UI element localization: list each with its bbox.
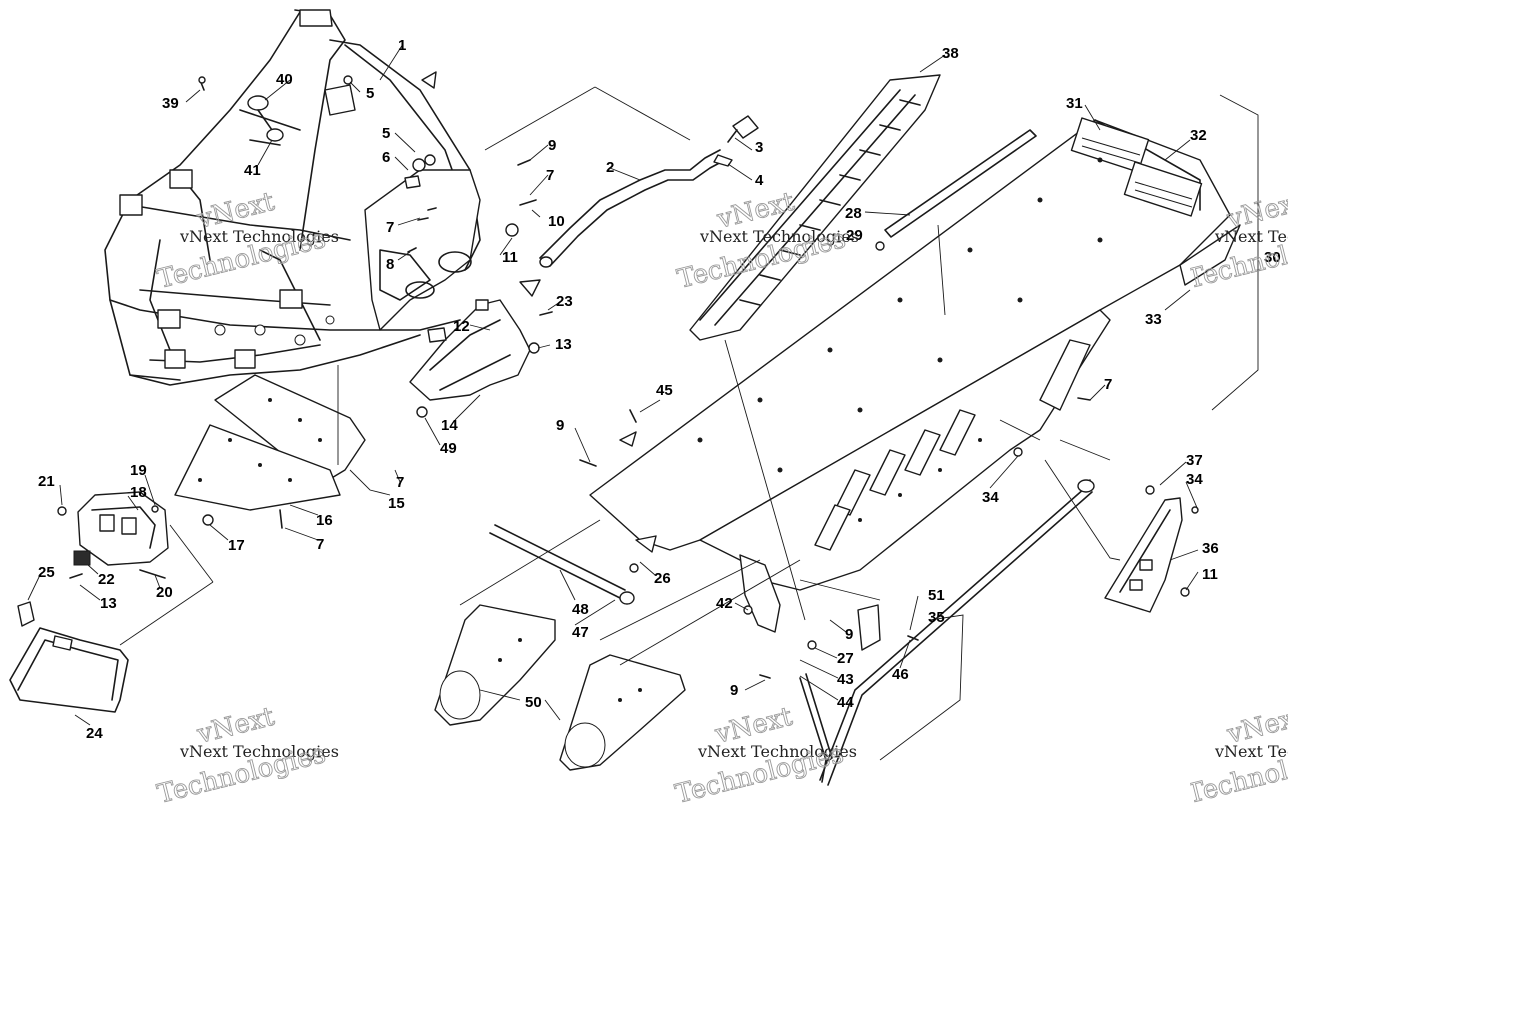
callout-18: 18	[130, 484, 147, 501]
belly-pan-15-16	[174, 374, 366, 529]
callout-48: 48	[572, 601, 589, 618]
callout-2: 2	[606, 159, 614, 176]
callout-23: 23	[556, 293, 573, 310]
watermark-line2: vNext Technologies	[1214, 742, 1374, 761]
callout-36: 36	[1202, 540, 1219, 557]
bracket-14	[409, 299, 540, 418]
bracket-42	[739, 554, 881, 651]
callout-5a: 5	[366, 85, 374, 102]
callout-39: 39	[162, 95, 179, 112]
callout-7d: 7	[396, 474, 404, 491]
callout-1: 1	[398, 37, 406, 54]
callout-8: 8	[386, 256, 394, 273]
callout-11: 11	[502, 249, 518, 266]
rail-35	[799, 479, 1095, 786]
callout-10: 10	[548, 213, 565, 230]
callout-9: 9	[548, 137, 556, 154]
callout-28: 28	[845, 205, 862, 222]
bumper-24	[9, 601, 129, 713]
callout-34a: 34	[982, 489, 999, 506]
watermark-bottom-middle: vNext vNext Technologies Technologies	[672, 701, 857, 810]
watermark-line2: vNext Technologies	[697, 742, 857, 761]
callout-31: 31	[1066, 95, 1083, 112]
watermark-right-bottom-clip: vNext vNext Technologies Technologies	[1190, 710, 1374, 810]
tunnel-31	[589, 117, 1241, 591]
callout-7c: 7	[1104, 376, 1112, 393]
callout-25: 25	[38, 564, 55, 581]
callout-20: 20	[156, 584, 173, 601]
callout-13b: 13	[100, 595, 117, 612]
callout-15: 15	[388, 495, 405, 512]
watermark-top-left: vNext vNext Technologies Technologies	[154, 186, 339, 295]
upper-hardware	[404, 154, 553, 316]
callout-30: 30	[1264, 249, 1281, 266]
steering-post	[539, 115, 759, 268]
callout-14: 14	[441, 417, 458, 434]
callout-37: 37	[1186, 452, 1203, 469]
callout-9c: 9	[845, 626, 853, 643]
callout-9d: 9	[730, 682, 738, 699]
small-hardware	[421, 71, 1091, 679]
watermark-line2: vNext Technologies	[699, 227, 859, 246]
callout-22: 22	[98, 571, 115, 588]
callout-7e: 7	[316, 536, 324, 553]
callout-51: 51	[928, 587, 945, 604]
callout-19: 19	[130, 462, 147, 479]
callout-24: 24	[86, 725, 103, 742]
callout-26: 26	[654, 570, 671, 587]
watermark-bottom-left: vNext vNext Technologies Technologies	[154, 701, 339, 810]
bracket-box-30	[1211, 94, 1259, 411]
callout-9b: 9	[556, 417, 564, 434]
callout-12: 12	[453, 318, 470, 335]
callout-4: 4	[755, 172, 764, 189]
callout-17: 17	[228, 537, 245, 554]
callout-40: 40	[276, 71, 293, 88]
callout-33: 33	[1145, 311, 1162, 328]
front-frame-assembly	[104, 9, 481, 386]
callout-13: 13	[555, 336, 572, 353]
rail-28	[875, 129, 1037, 251]
callouts: 1 2 3 4 5 5 6 7 7 8 9 10 11 12 13 14 49 …	[38, 37, 1281, 742]
watermark-line2: vNext Technologies	[1214, 227, 1374, 246]
plate-50	[434, 604, 686, 771]
watermark-line2: vNext Technologies	[179, 227, 339, 246]
callout-44: 44	[837, 694, 854, 711]
callout-16: 16	[316, 512, 333, 529]
callout-42: 42	[716, 595, 733, 612]
callout-35: 35	[928, 609, 945, 626]
callout-34b: 34	[1186, 471, 1203, 488]
callout-50: 50	[525, 694, 542, 711]
callout-45: 45	[656, 382, 673, 399]
footrest-18	[57, 491, 169, 579]
callout-21: 21	[38, 473, 55, 490]
callout-6: 6	[382, 149, 390, 166]
callout-29: 29	[846, 227, 863, 244]
callout-46: 46	[892, 666, 909, 683]
bracket-36	[1104, 485, 1199, 613]
callout-43: 43	[837, 671, 854, 688]
callout-7a: 7	[546, 167, 554, 184]
callout-5b: 5	[382, 125, 390, 142]
leader-lines	[27, 43, 1199, 761]
callout-32: 32	[1190, 127, 1207, 144]
callout-7b: 7	[386, 219, 394, 236]
callout-49: 49	[440, 440, 457, 457]
callout-47: 47	[572, 624, 589, 641]
callout-38: 38	[942, 45, 959, 62]
callout-3: 3	[755, 139, 763, 156]
rod-48	[489, 524, 635, 605]
running-board-38	[689, 74, 941, 341]
callout-41: 41	[244, 162, 261, 179]
watermark-line2: vNext Technologies	[179, 742, 339, 761]
callout-27: 27	[837, 650, 854, 667]
callout-11b: 11	[1202, 566, 1218, 583]
